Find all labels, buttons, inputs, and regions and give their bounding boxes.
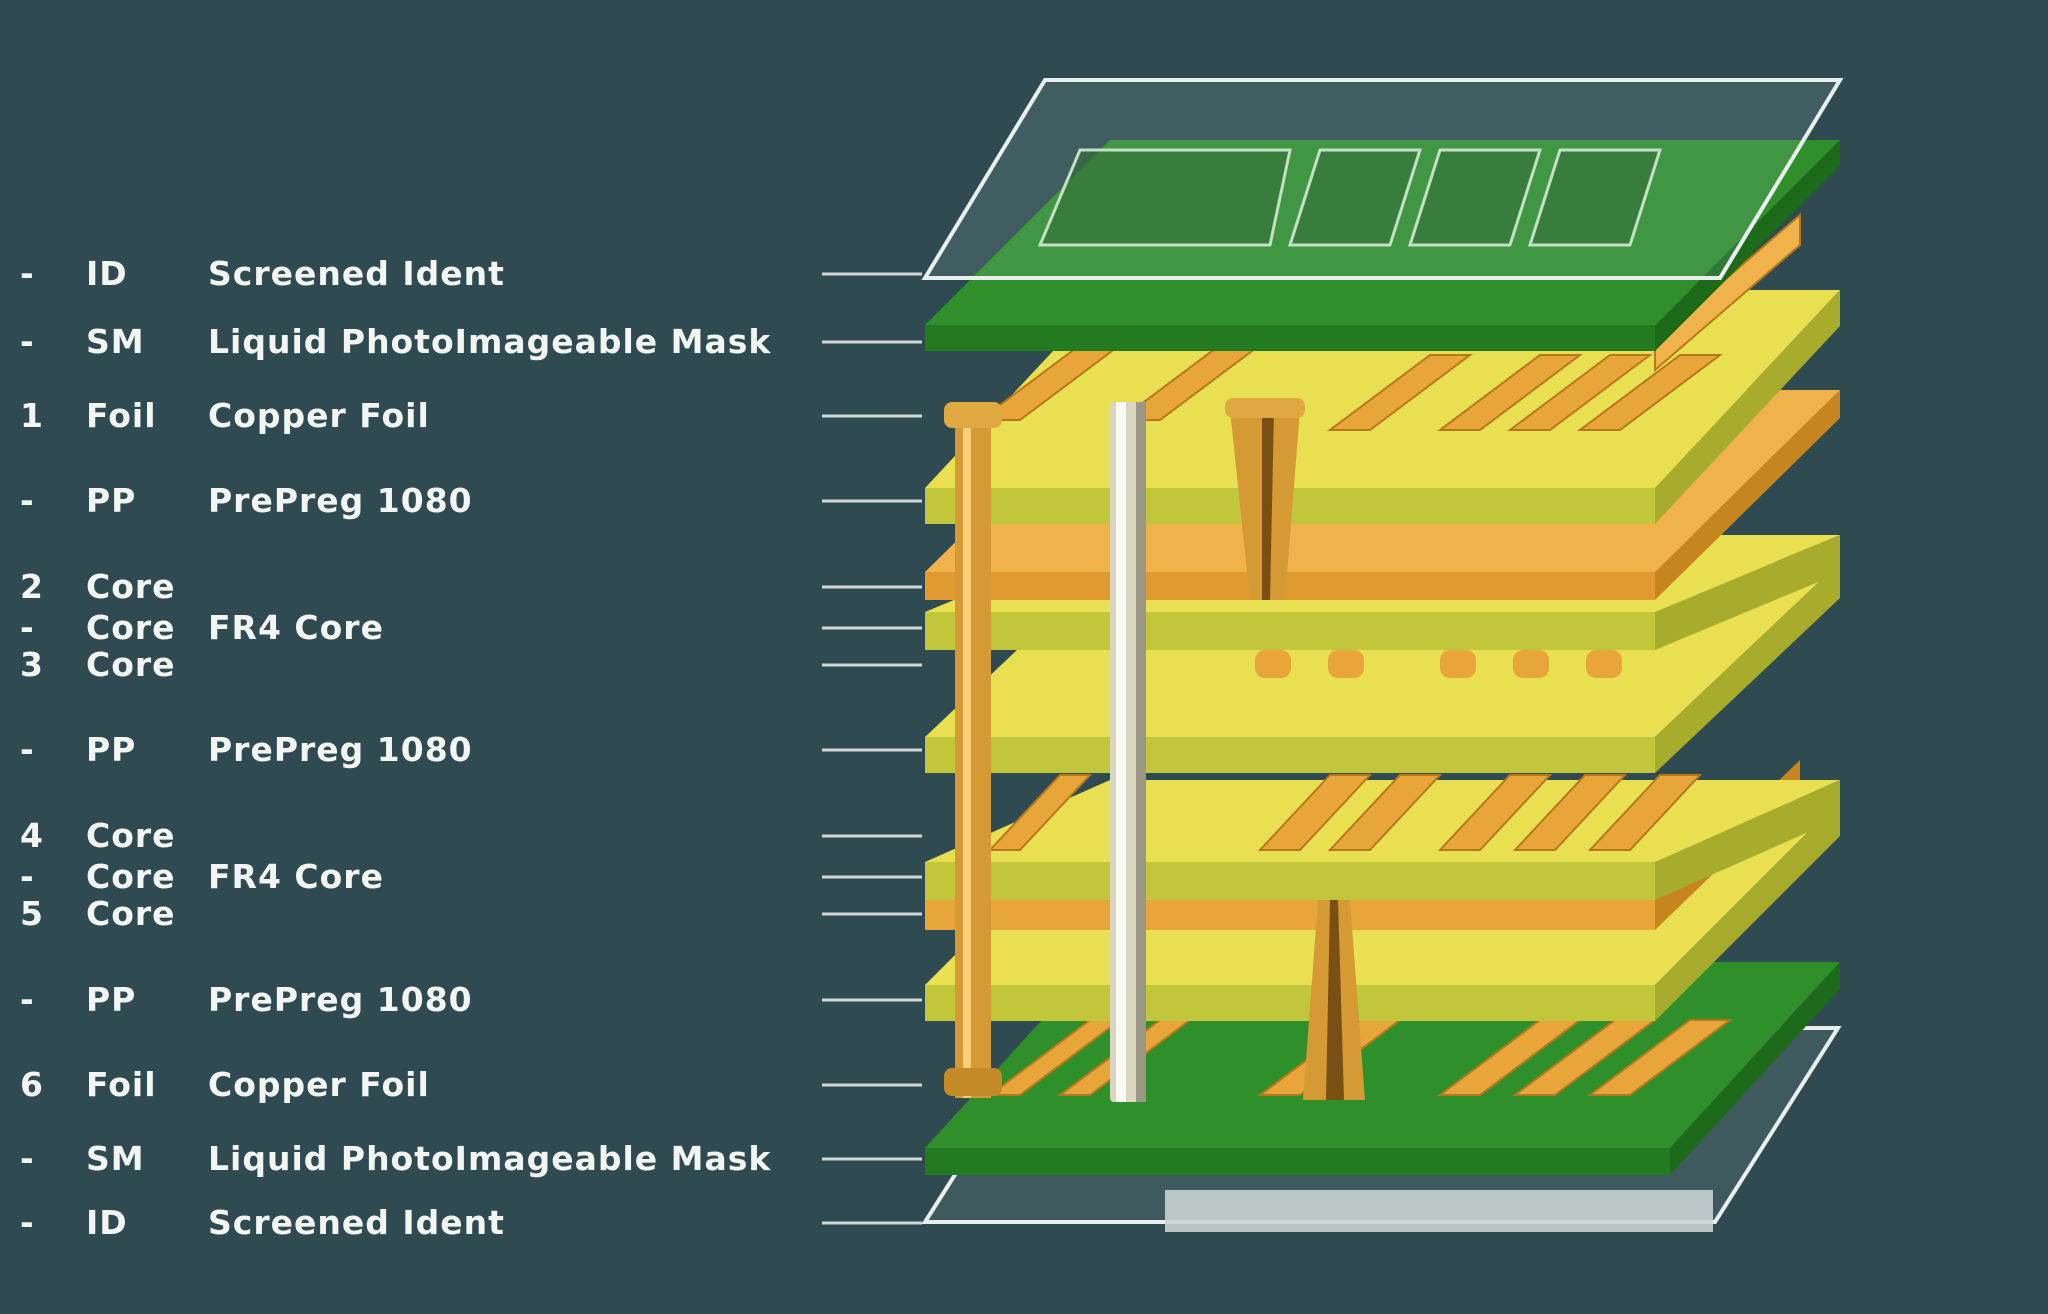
layer-code: PP xyxy=(86,730,137,769)
layer-row-id-bottom: - ID Screened Ident xyxy=(0,1203,760,1243)
layer-description: Liquid PhotoImageable Mask xyxy=(208,322,772,361)
layer-stack xyxy=(921,78,1844,1021)
core-copper-traces xyxy=(987,774,1703,851)
layer-description: Copper Foil xyxy=(208,1065,430,1104)
layer-number: - xyxy=(20,730,35,769)
layer-number: - xyxy=(20,322,35,361)
layer-code: Foil xyxy=(86,396,157,435)
layer-row-core-4: 4 Core xyxy=(0,816,760,856)
leader-lines xyxy=(822,272,922,1225)
layer-description: Screened Ident xyxy=(208,1203,505,1242)
layer-description: Liquid PhotoImageable Mask xyxy=(208,1139,772,1178)
layer-row-sm-bottom: - SM Liquid PhotoImageable Mask xyxy=(0,1139,770,1179)
layer-number: - xyxy=(20,1139,35,1178)
layer-code: SM xyxy=(86,322,145,361)
layer-code: Core xyxy=(86,645,176,684)
layer-description: Screened Ident xyxy=(208,254,505,293)
layer-number: 1 xyxy=(20,396,44,435)
layer-row-core-5: 5 Core xyxy=(0,894,760,934)
layer-description: PrePreg 1080 xyxy=(208,481,473,520)
layer-row-id-top: - ID Screened Ident xyxy=(0,254,760,294)
layer-number: - xyxy=(20,481,35,520)
layer-description: FR4 Core xyxy=(208,608,384,647)
layer-row-sm-top: - SM Liquid PhotoImageable Mask xyxy=(0,322,770,362)
layer-number: 2 xyxy=(20,567,44,606)
through-hole-via-silver xyxy=(1110,402,1146,1102)
layer-number: - xyxy=(20,857,35,896)
top-copper-traces xyxy=(977,212,1801,431)
layer-row-core-fr4-b: - Core FR4 Core xyxy=(0,857,760,897)
layer-code: SM xyxy=(86,1139,145,1178)
through-hole-via-gold xyxy=(944,402,1002,1098)
buried-via-bottom xyxy=(1303,900,1365,1100)
layer-description: PrePreg 1080 xyxy=(208,980,473,1019)
blind-via-top xyxy=(1225,398,1305,600)
layer-number: 5 xyxy=(20,894,44,933)
top-ident-layer xyxy=(921,78,1844,280)
layer-number: - xyxy=(20,608,35,647)
layer-row-core-3: 3 Core xyxy=(0,645,760,685)
layer-description: PrePreg 1080 xyxy=(208,730,473,769)
layer-code: Core xyxy=(86,608,176,647)
layer-row-pp-2: - PP PrePreg 1080 xyxy=(0,730,760,770)
layer-row-foil-1: 1 Foil Copper Foil xyxy=(0,396,760,436)
layer-code: ID xyxy=(86,1203,128,1242)
layer-code: Foil xyxy=(86,1065,157,1104)
layer-number: 3 xyxy=(20,645,44,684)
layer-code: PP xyxy=(86,980,137,1019)
layer-code: Core xyxy=(86,894,176,933)
core-copper-bumps xyxy=(1255,650,1622,678)
layer-code: Core xyxy=(86,816,176,855)
layer-code: ID xyxy=(86,254,128,293)
layer-code: PP xyxy=(86,481,137,520)
layer-number: - xyxy=(20,980,35,1019)
layer-row-foil-6: 6 Foil Copper Foil xyxy=(0,1065,760,1105)
layer-row-core-fr4-a: - Core FR4 Core xyxy=(0,608,760,648)
layer-number: - xyxy=(20,254,35,293)
layer-code: Core xyxy=(86,567,176,606)
layer-number: 6 xyxy=(20,1065,44,1104)
layer-description: Copper Foil xyxy=(208,396,430,435)
layer-code: Core xyxy=(86,857,176,896)
layer-number: 4 xyxy=(20,816,44,855)
layer-description: FR4 Core xyxy=(208,857,384,896)
layer-row-pp-1: - PP PrePreg 1080 xyxy=(0,481,760,521)
layer-row-core-2: 2 Core xyxy=(0,567,760,607)
layer-number: - xyxy=(20,1203,35,1242)
layer-row-pp-3: - PP PrePreg 1080 xyxy=(0,980,760,1020)
